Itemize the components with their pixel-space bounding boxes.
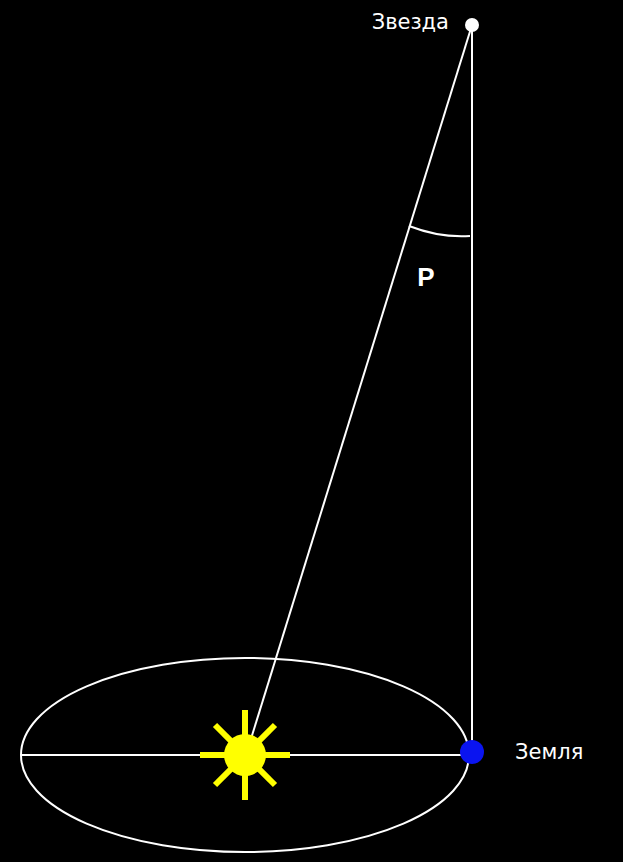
parallax-angle-arc: [409, 226, 470, 236]
angle-label: P: [417, 264, 434, 290]
star-sun-line: [250, 25, 472, 742]
star-label: Звезда: [372, 12, 449, 33]
star-dot: [465, 18, 479, 32]
earth-label: Земля: [515, 742, 583, 763]
earth-dot: [460, 740, 484, 764]
star-earth-line: [471, 25, 473, 752]
sun-symbol: [200, 710, 290, 800]
